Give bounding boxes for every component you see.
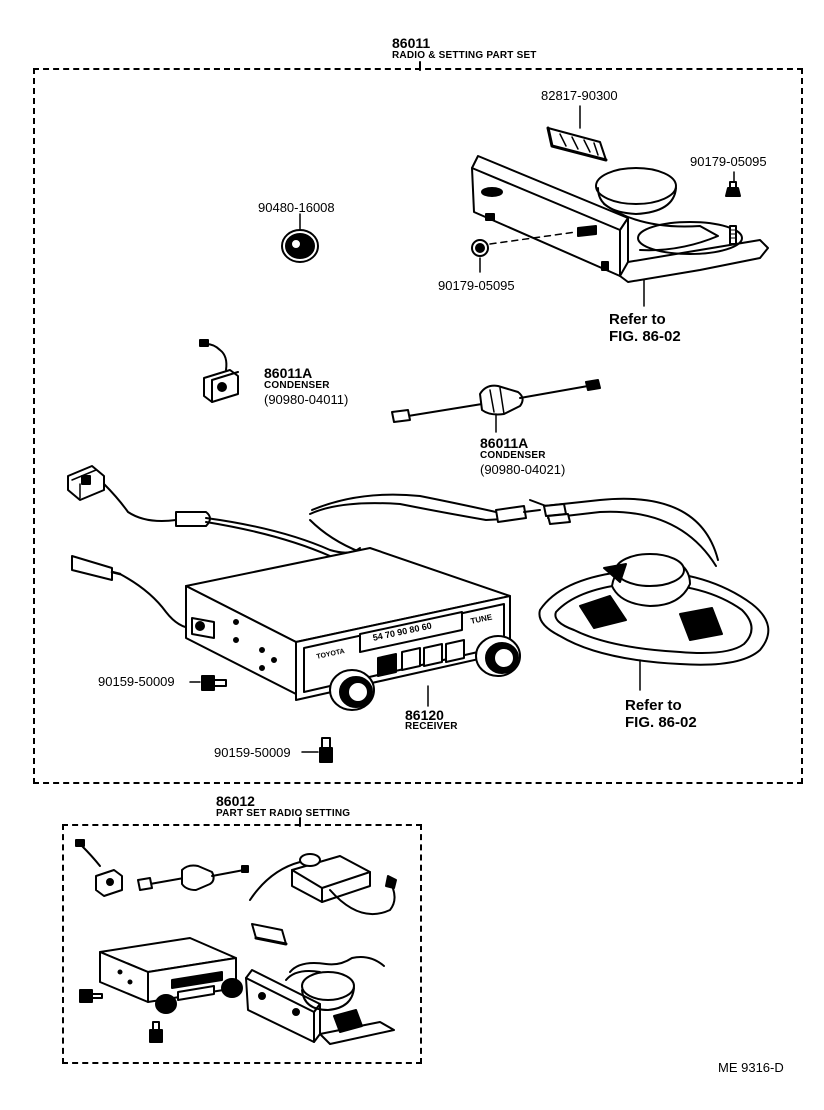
screw-bottom: [301, 737, 333, 763]
figure-code: ME 9316-D: [718, 1060, 784, 1075]
screw-bottom-label: 90159-50009: [214, 745, 291, 760]
receiver-unit: [185, 547, 521, 711]
nut-middle-label: 90179-05095: [438, 278, 515, 293]
bracket-reference-line1: Refer to: [609, 311, 666, 328]
speaker: [538, 553, 770, 691]
condenser-b: [391, 379, 601, 433]
receiver-code: 86120: [405, 707, 444, 723]
main-set-part-number: 86011: [392, 35, 431, 51]
sub-set-part-number: 86012: [216, 793, 255, 809]
speaker-bracket: [471, 155, 769, 307]
preset-buttons: [377, 639, 465, 677]
receiver-knob-left: [329, 669, 375, 711]
speaker-reference-line1: Refer to: [625, 697, 682, 714]
condenser-b-code: 86011A: [480, 435, 529, 451]
knob-part: [281, 213, 319, 263]
tape-part-label: 82817-90300: [541, 88, 618, 103]
main-set-frame: [33, 68, 803, 784]
knob-part-label: 90480-16008: [258, 200, 335, 215]
sub-set-title: PART SET RADIO SETTING: [216, 808, 351, 819]
condenser-b-name: CONDENSER: [480, 450, 546, 461]
speaker-wires: [309, 493, 719, 567]
main-set-title: RADIO & SETTING PART SET: [392, 50, 537, 61]
screw-left: [189, 675, 227, 691]
nut-top-right: [725, 171, 741, 197]
screw-left-label: 90159-50009: [98, 674, 175, 689]
tape-part: [546, 105, 608, 162]
condenser-a-code: 86011A: [264, 365, 313, 381]
speaker-reference-line2: FIG. 86-02: [625, 714, 697, 731]
antenna-lead: [71, 555, 197, 630]
condenser-a-name: CONDENSER: [264, 380, 330, 391]
receiver-knob-right: [475, 635, 521, 677]
sub-set-frame: [62, 824, 422, 1064]
nut-middle: [471, 225, 597, 273]
nut-top-right-label: 90179-05095: [690, 154, 767, 169]
bracket-reference-line2: FIG. 86-02: [609, 328, 681, 345]
sub-set-contents: [75, 839, 397, 1045]
receiver-name: RECEIVER: [405, 721, 458, 732]
condenser-a: [199, 339, 239, 403]
condenser-a-part: (90980-04011): [264, 392, 349, 407]
condenser-b-part: (90980-04021): [480, 462, 566, 477]
